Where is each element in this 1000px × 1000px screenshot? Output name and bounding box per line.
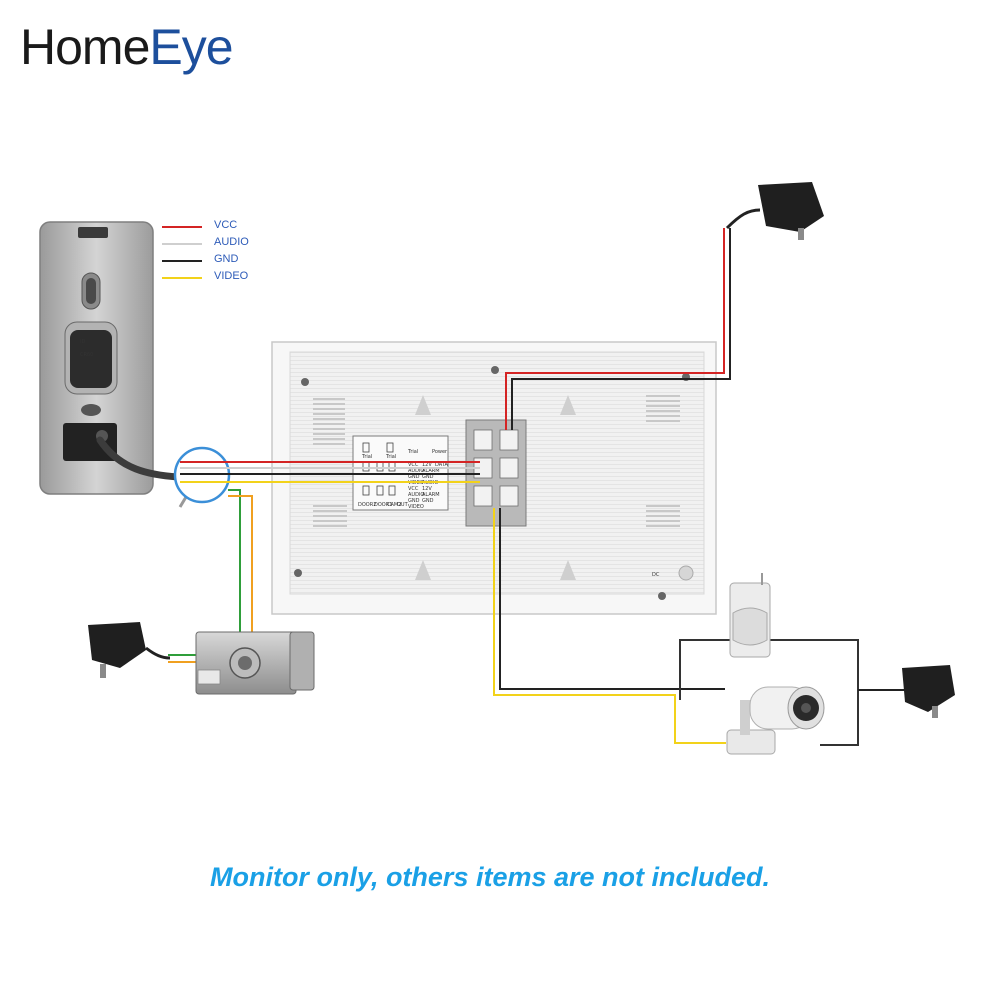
- legend-label: VCC: [214, 219, 238, 231]
- pin-label-1: VCC: [408, 462, 419, 468]
- power-adapter-lock: [88, 622, 171, 678]
- port-label-1: DOOR2: [358, 502, 376, 508]
- legend-label: VIDEO: [214, 270, 249, 282]
- pin-label-11: GND: [408, 498, 420, 504]
- door-station-cable: [96, 436, 182, 481]
- cctv-camera: [726, 686, 825, 755]
- power-adapter-right: [902, 665, 955, 718]
- btn-label-1: Trial: [361, 454, 372, 460]
- door-station-marking-model: CR60: [80, 352, 93, 358]
- btn-label-2: Trial: [385, 454, 396, 460]
- pin-label-2: AUDIO: [408, 468, 424, 474]
- wire-legend: VCC AUDIO GND VIDEO: [162, 218, 302, 286]
- btn-label-3: Trial: [407, 449, 418, 455]
- wire-power-red: [505, 228, 725, 430]
- cert-mark: DC: [652, 572, 660, 578]
- pir-sensor: [729, 573, 771, 658]
- pin-label-16: DATA: [435, 462, 448, 468]
- legend-swatch: [162, 243, 202, 245]
- caption: Monitor only, others items are not inclu…: [209, 862, 771, 892]
- legend-item-video: VIDEO: [162, 269, 302, 286]
- wire-cam-gnd: [499, 508, 725, 690]
- power-adapter-top: [725, 182, 824, 240]
- pin-label-12: VIDEO: [408, 504, 424, 510]
- pin-label-14: ALARM: [422, 492, 440, 498]
- port-label-4: OUT: [397, 502, 409, 508]
- pin-label-5: 12V: [422, 462, 432, 468]
- wire-alarm-loop: [679, 639, 859, 746]
- brand-home: Home: [20, 19, 150, 75]
- port-label-2: DOOR1: [374, 502, 392, 508]
- electric-lock: [195, 631, 315, 695]
- brand-eye: Eye: [149, 19, 233, 75]
- wire-power-black: [511, 228, 731, 430]
- wire-lock-green: [168, 489, 241, 656]
- pin-label-9: VCC: [408, 486, 419, 492]
- door-station: ID CR60: [39, 221, 154, 495]
- door-station-indicator: [81, 404, 101, 416]
- legend-swatch: [162, 260, 202, 262]
- pin-label-13: 12V: [422, 486, 432, 492]
- brand-logo: HomeEye: [20, 18, 234, 76]
- pin-label-6: ALARM: [422, 468, 440, 474]
- pin-label-3: GND: [408, 474, 420, 480]
- pin-label-7: GND: [422, 474, 434, 480]
- legend-item-audio: AUDIO: [162, 235, 302, 252]
- pin-label-15: GND: [422, 498, 434, 504]
- port-label-3: CAM2: [387, 502, 401, 508]
- btn-label-4: Power: [432, 449, 448, 455]
- legend-item-vcc: VCC: [162, 218, 302, 235]
- wires: [168, 228, 905, 746]
- wire-cam-video: [493, 508, 726, 744]
- pin-label-10: AUDIO: [408, 492, 424, 498]
- legend-label: AUDIO: [214, 236, 249, 248]
- legend-swatch: [162, 226, 202, 228]
- legend-item-gnd: GND: [162, 252, 302, 269]
- legend-swatch: [162, 277, 202, 279]
- door-station-marking-id: ID: [80, 339, 85, 345]
- legend-label: GND: [214, 253, 239, 265]
